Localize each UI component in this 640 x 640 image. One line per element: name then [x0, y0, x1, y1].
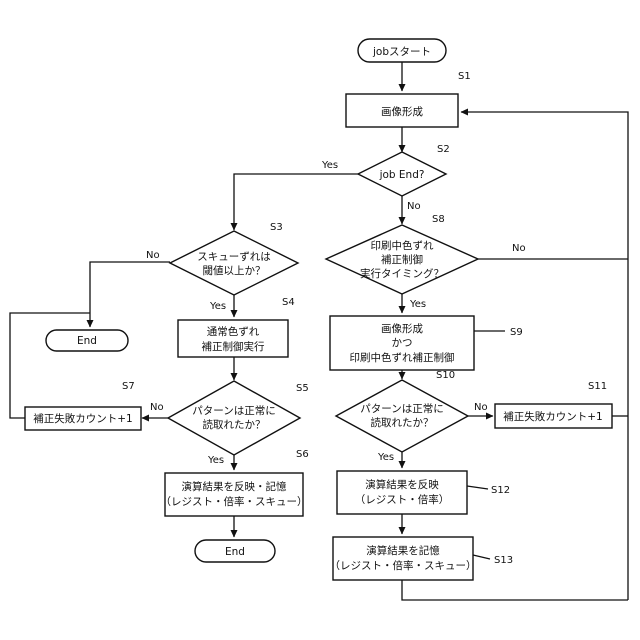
s5-no-label: No [150, 402, 164, 413]
s4-label-line1: 通常色ずれ [207, 325, 260, 338]
s8-label-line1: 印刷中色ずれ [371, 239, 434, 252]
end1-label: End [77, 335, 97, 347]
s9-label-line1: 画像形成 [381, 323, 423, 335]
arrow-s3-no-to-end1 [90, 262, 170, 327]
start-terminal: jobスタート [358, 39, 446, 62]
s10-label-line1: パターンは正常に [360, 402, 443, 415]
s12-label-line2: （レジスト・倍率） [355, 493, 450, 506]
s3-decision: スキューずれは 閾値以上か？ [170, 231, 298, 295]
arrow-s13-to-right-rail [402, 580, 628, 600]
s2-decision: job End? [358, 152, 446, 196]
s13-step-label: S13 [494, 555, 513, 566]
s6-label-line1: 演算結果を反映・記憶 [182, 480, 287, 493]
s13-label-line1: 演算結果を記憶 [366, 544, 440, 557]
s5-yes-label: Yes [207, 455, 224, 466]
s10-label-line2: 読取れたか？ [371, 416, 434, 429]
s5-decision: パターンは正常に 読取れたか？ [168, 381, 300, 455]
right-rail-loop-to-s1 [461, 112, 628, 600]
s3-no-label: No [146, 250, 160, 261]
s10-step-label: S10 [436, 370, 455, 381]
s12-step-label: S12 [491, 485, 510, 496]
s7-label: 補正失敗カウント+1 [33, 412, 132, 425]
s13-label-line2: （レジスト・倍率・スキュー） [330, 559, 477, 572]
s4-label-line2: 補正制御実行 [202, 340, 265, 353]
s12-step-leader [467, 486, 488, 489]
s3-yes-label: Yes [209, 301, 226, 312]
s10-yes-label: Yes [377, 452, 394, 463]
s7-process-box: 補正失敗カウント+1 [25, 407, 141, 430]
s5-label-line1: パターンは正常に [192, 404, 275, 417]
s8-label-line3: 実行タイミング？ [360, 267, 444, 280]
s1-process-box: 画像形成 [346, 94, 458, 127]
arrow-s2-yes-to-s3 [234, 174, 360, 230]
s8-yes-label: Yes [409, 299, 426, 310]
s5-label-line2: 読取れたか？ [203, 418, 266, 431]
s2-step-label: S2 [437, 144, 450, 155]
s2-yes-label: Yes [321, 160, 338, 171]
s10-decision: パターンは正常に 読取れたか？ [336, 380, 468, 452]
s2-label: job End? [379, 169, 425, 181]
end2-label: End [225, 546, 245, 558]
s2-no-label: No [407, 201, 421, 212]
s9-label-line2: かつ [392, 337, 413, 349]
s9-process-box: 画像形成 かつ 印刷中色ずれ補正制御 [330, 316, 474, 370]
arrow-s7-loop-to-end1 [10, 313, 90, 418]
s12-label-line1: 演算結果を反映 [365, 478, 439, 491]
end-terminal-1: End [46, 330, 128, 351]
s4-process-box: 通常色ずれ 補正制御実行 [178, 320, 288, 357]
s3-label-line2: 閾値以上か？ [203, 264, 266, 277]
s9-label-line3: 印刷中色ずれ補正制御 [350, 351, 455, 364]
s3-step-label: S3 [270, 222, 283, 233]
end-terminal-2: End [195, 540, 275, 562]
s8-decision: 印刷中色ずれ 補正制御 実行タイミング？ [326, 225, 478, 294]
s4-step-label: S4 [282, 297, 295, 308]
start-label: jobスタート [372, 46, 431, 58]
s13-process-box: 演算結果を記憶 （レジスト・倍率・スキュー） [330, 537, 477, 580]
s3-label-line1: スキューずれは [197, 251, 271, 263]
s11-step-label: S11 [588, 381, 607, 392]
s11-process-box: 補正失敗カウント+1 [495, 404, 612, 428]
s5-step-label: S5 [296, 383, 309, 394]
s8-no-label: No [512, 243, 526, 254]
s6-process-box: 演算結果を反映・記憶 （レジスト・倍率・スキュー） [161, 473, 308, 516]
s9-step-label: S9 [510, 327, 523, 338]
s1-label: 画像形成 [381, 106, 423, 118]
s8-label-line2: 補正制御 [381, 253, 423, 266]
s11-label: 補正失敗カウント+1 [503, 410, 602, 423]
s7-step-label: S7 [122, 381, 135, 392]
s12-process-box: 演算結果を反映 （レジスト・倍率） [337, 471, 467, 514]
s10-no-label: No [474, 402, 488, 413]
s1-step-label: S1 [458, 71, 471, 82]
s13-step-leader [473, 555, 490, 559]
s6-label-line2: （レジスト・倍率・スキュー） [161, 495, 308, 508]
s6-step-label: S6 [296, 449, 309, 460]
s8-step-label: S8 [432, 214, 445, 225]
